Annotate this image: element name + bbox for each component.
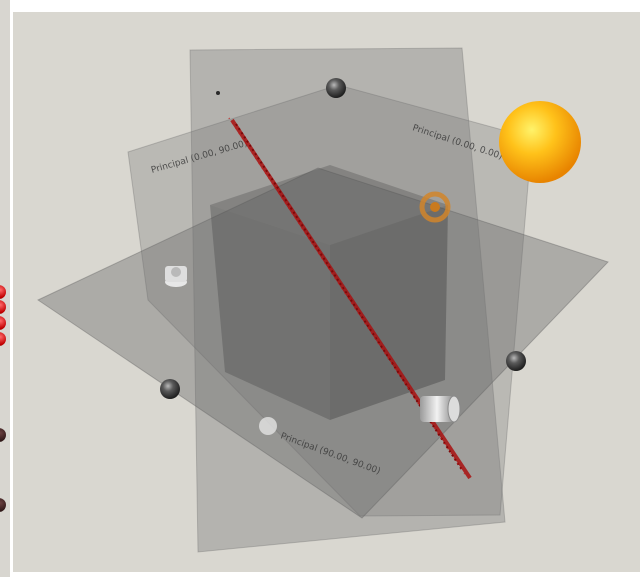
red-particle (0, 316, 6, 330)
sphere-handle-icon[interactable] (160, 379, 180, 399)
adjacent-panel-edge (0, 0, 10, 577)
dark-particle (0, 498, 6, 512)
light-probe-icon[interactable] (259, 417, 277, 435)
dark-particle (0, 428, 6, 442)
camera-icon[interactable] (165, 266, 187, 287)
3d-viewport[interactable]: Principal (0.00, 90.00) Principal (0.00,… (13, 12, 640, 572)
cylinder-icon[interactable] (420, 395, 461, 423)
cube-face-right (330, 205, 448, 420)
sun-icon[interactable] (499, 101, 581, 183)
target-icon[interactable] (419, 191, 451, 223)
red-particle (0, 332, 6, 346)
red-particle (0, 285, 6, 299)
cube-face-left (210, 205, 330, 420)
cube-face-top (210, 165, 448, 245)
panel-divider (10, 0, 13, 577)
sphere-handle-icon[interactable] (326, 78, 346, 98)
red-particle (0, 300, 6, 314)
sphere-handle-icon[interactable] (506, 351, 526, 371)
origin-marker (216, 91, 220, 95)
plane-xy[interactable] (36, 167, 609, 519)
